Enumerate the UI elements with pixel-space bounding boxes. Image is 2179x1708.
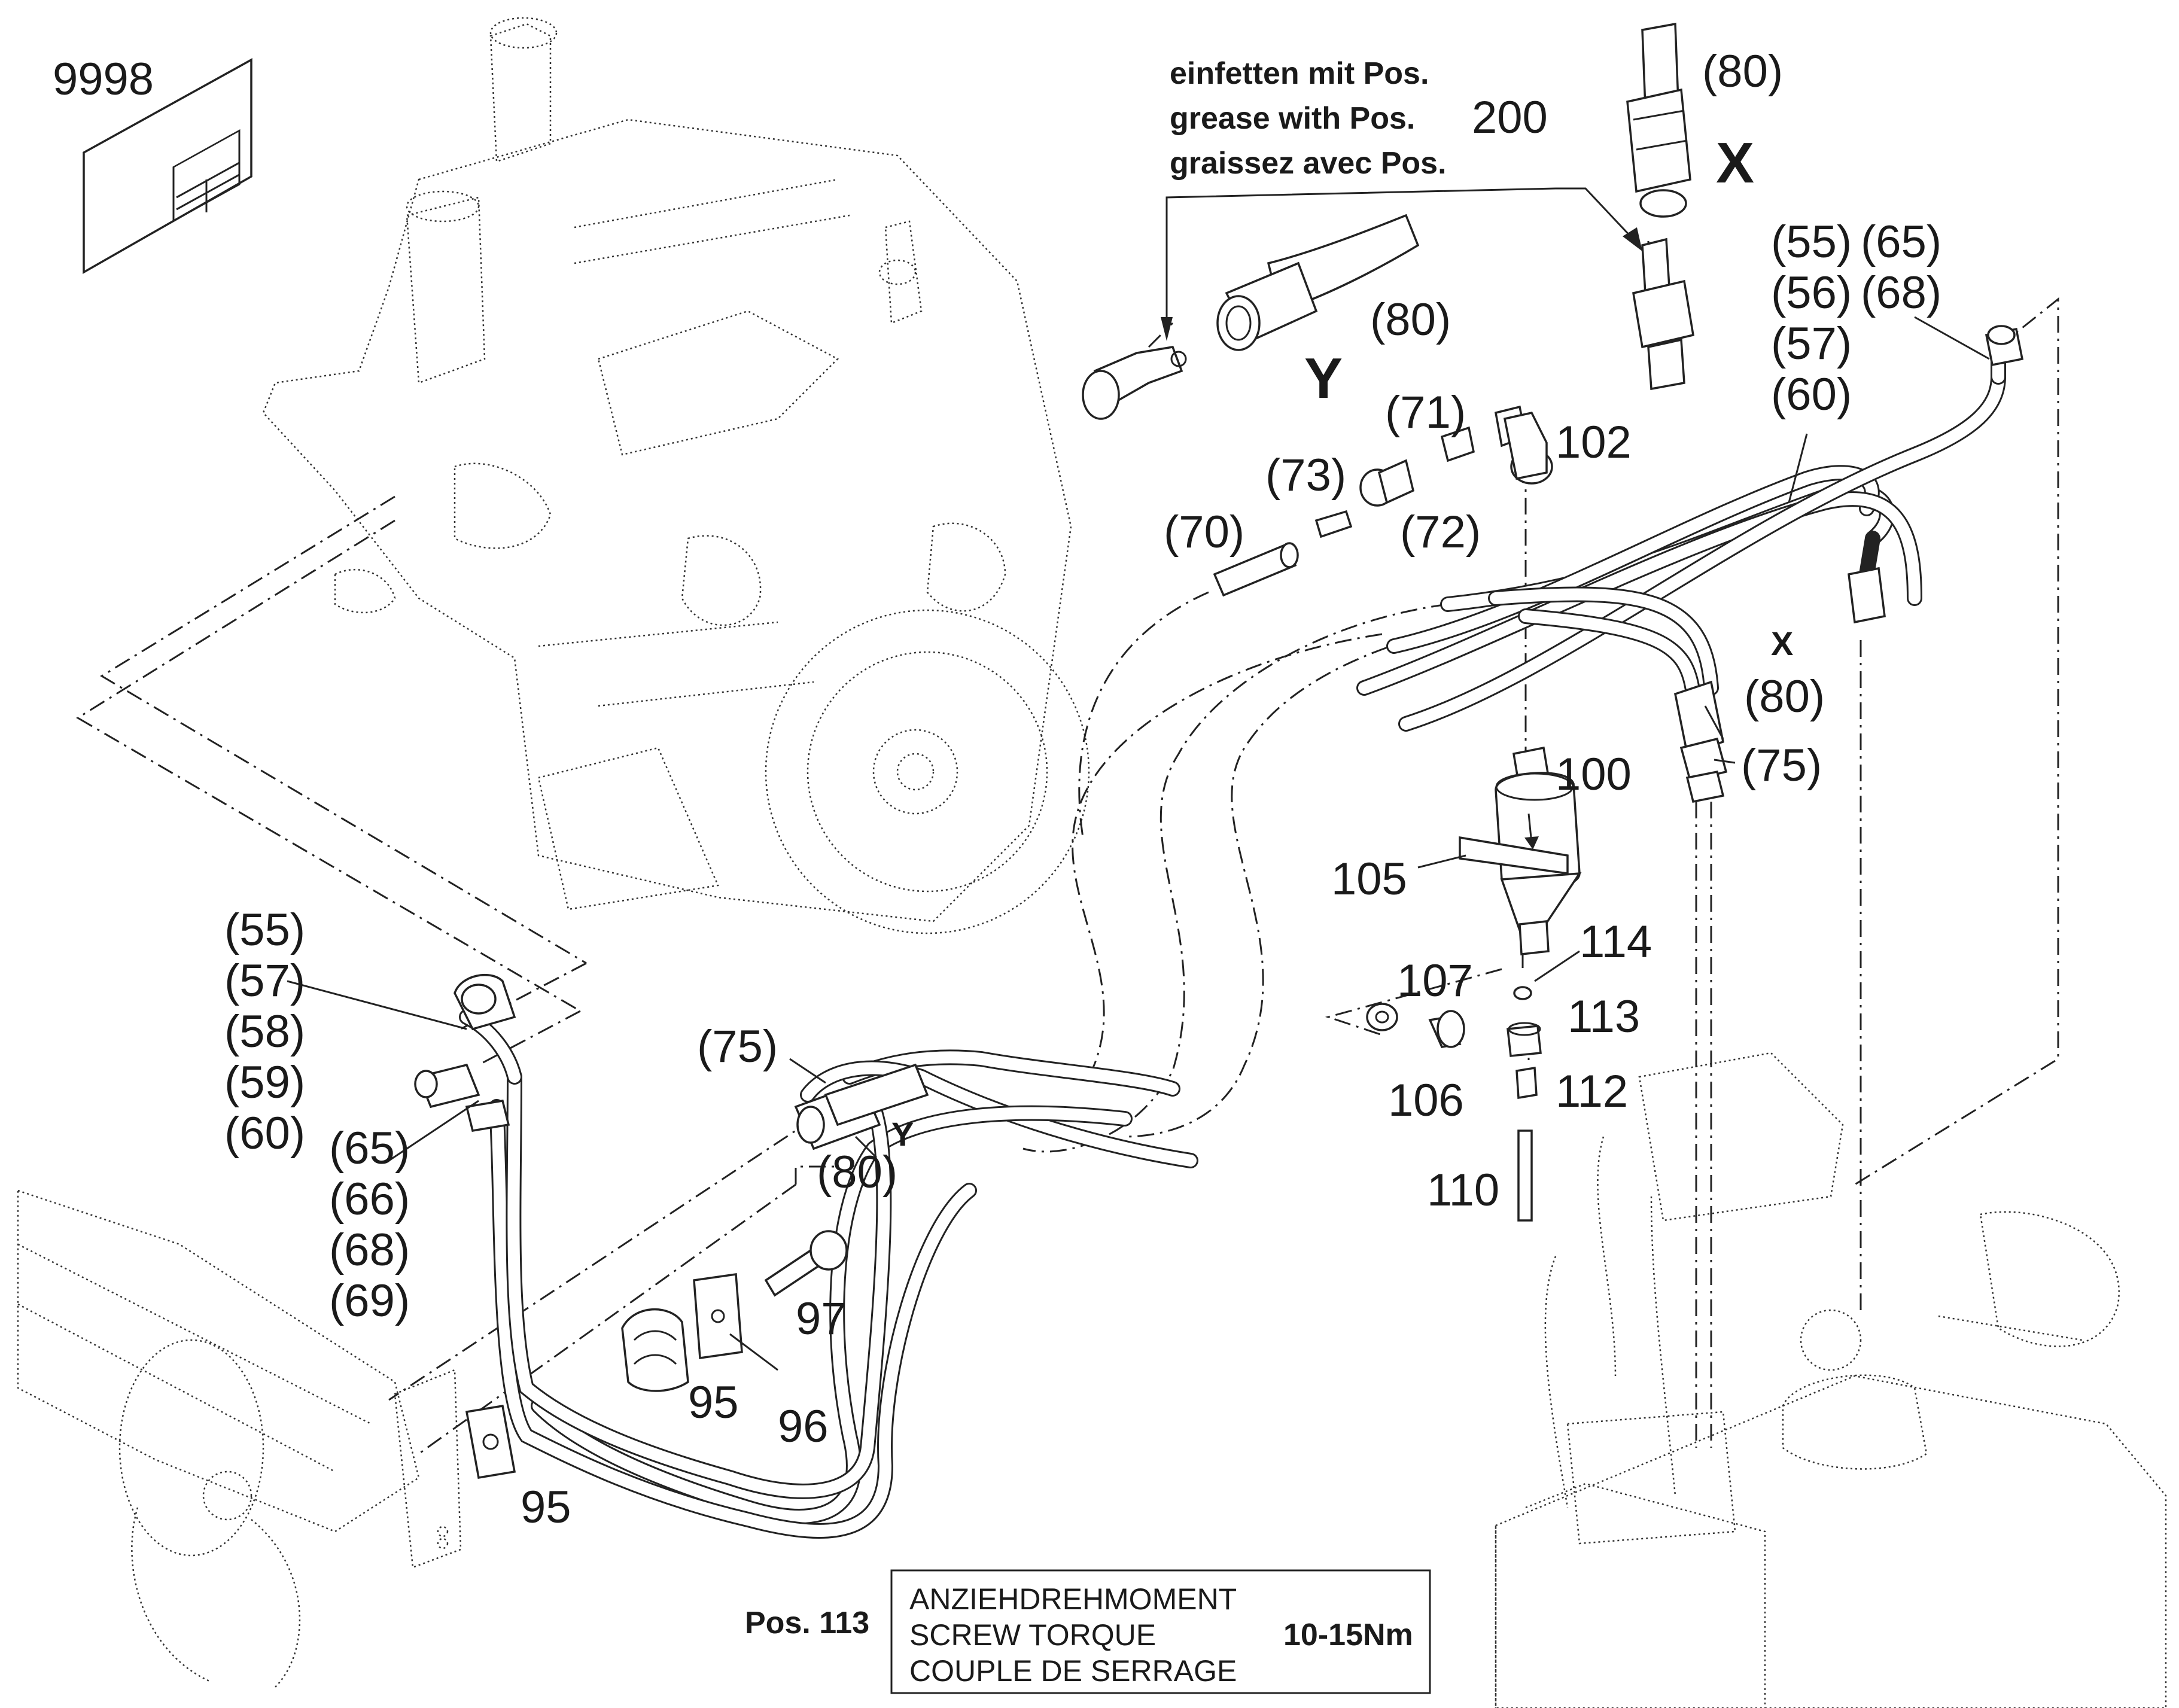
torque-pos-label: Pos. 113	[745, 1606, 869, 1640]
detail-x-connector	[1626, 22, 1694, 391]
callout-72: (72)	[1400, 507, 1481, 558]
callout-80-right: (80)	[1744, 671, 1825, 722]
sheet-card: 9998	[53, 54, 252, 275]
callout-68-right: (68)	[1861, 267, 1941, 318]
callout-59-left: (59)	[224, 1057, 305, 1108]
hose-bundle-lower	[459, 1009, 1198, 1539]
callout-114: 114	[1580, 917, 1652, 967]
torque-line-de: ANZIEHDREHMOMENT	[909, 1582, 1237, 1616]
callout-55-left: (55)	[224, 905, 305, 955]
grease-position: 200	[1472, 92, 1548, 143]
grease-note-fr: graissez avec Pos.	[1170, 146, 1447, 181]
callout-112: 112	[1556, 1066, 1628, 1117]
callout-75-left: (75)	[697, 1021, 778, 1072]
torque-line-en: SCREW TORQUE	[909, 1618, 1156, 1652]
torque-line-fr: COUPLE DE SERRAGE	[909, 1654, 1237, 1688]
detail-y-small: Y	[891, 1115, 914, 1153]
hose-bundle-upper	[1356, 351, 2006, 732]
callout-71: (71)	[1385, 387, 1466, 438]
part-callouts: (80) (80) (55) (65) (56) (68) (57) (60) …	[224, 46, 1941, 1533]
hose-clamps	[465, 1230, 848, 1479]
callout-55-right: (55)	[1771, 217, 1852, 267]
callout-107: 107	[1397, 955, 1473, 1006]
callout-96: 96	[778, 1401, 829, 1452]
callout-106: 106	[1388, 1075, 1464, 1126]
sheet-number: 9998	[53, 54, 154, 105]
engine-ghost	[262, 17, 1090, 934]
callout-75-right: (75)	[1741, 740, 1822, 791]
callout-100: 100	[1556, 749, 1632, 800]
inline-filter	[1459, 746, 1582, 955]
callout-60-right: (60)	[1771, 369, 1852, 420]
callout-56-right: (56)	[1771, 267, 1852, 318]
grease-note-en: grease with Pos.	[1170, 101, 1415, 136]
small-fittings	[1213, 405, 1553, 597]
torque-table: Pos. 113 ANZIEHDREHMOMENT SCREW TORQUE C…	[745, 1569, 1431, 1694]
callout-69-left: (69)	[329, 1275, 410, 1326]
lower-connectors	[414, 973, 929, 1150]
callout-57-left: (57)	[224, 955, 305, 1006]
detail-x-big: X	[1716, 131, 1754, 195]
callout-80-top: (80)	[1702, 46, 1783, 97]
callout-110: 110	[1427, 1165, 1499, 1216]
callout-58-left: (58)	[224, 1006, 305, 1057]
rear-frame-ghost	[17, 1189, 462, 1688]
callout-80-y: (80)	[1370, 294, 1451, 345]
detail-y-connector	[1082, 214, 1420, 420]
callout-66-left: (66)	[329, 1174, 410, 1225]
fasteners	[1366, 986, 1542, 1222]
callout-113: 113	[1568, 991, 1640, 1042]
callout-leaders	[287, 316, 1990, 1371]
callout-105: 105	[1331, 854, 1407, 905]
callout-57-right: (57)	[1771, 318, 1852, 369]
callout-80-left: (80)	[817, 1147, 897, 1198]
callout-95-b: 95	[521, 1482, 571, 1533]
callout-70: (70)	[1164, 507, 1244, 558]
callout-95-a: 95	[688, 1377, 739, 1428]
grease-arrows	[1161, 187, 1642, 341]
detail-letters: X Y X Y	[891, 131, 1793, 1153]
grease-note: einfetten mit Pos. grease with Pos. grai…	[1170, 56, 1548, 181]
assembly-lines	[76, 239, 2059, 1455]
detail-x-small: X	[1771, 625, 1793, 662]
callout-102: 102	[1556, 417, 1632, 468]
callout-68-left: (68)	[329, 1225, 410, 1275]
detail-y-big: Y	[1304, 346, 1343, 410]
callout-73: (73)	[1265, 450, 1346, 501]
grease-note-de: einfetten mit Pos.	[1170, 56, 1429, 91]
callout-97: 97	[796, 1293, 847, 1344]
tank-assembly-ghost	[1495, 1052, 2167, 1708]
torque-value: 10-15Nm	[1283, 1618, 1413, 1652]
callout-60-left: (60)	[224, 1108, 305, 1159]
hose-end-fittings	[1673, 325, 2024, 803]
callout-65-left: (65)	[329, 1123, 410, 1174]
callout-65-right: (65)	[1861, 217, 1941, 267]
